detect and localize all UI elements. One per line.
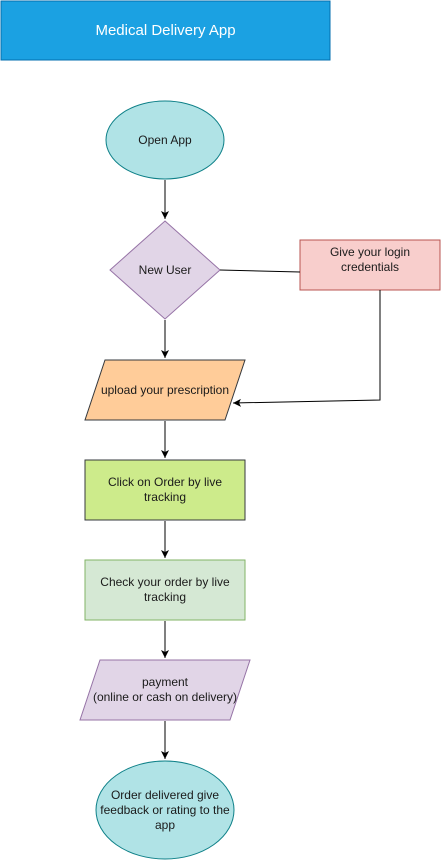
upload-prescription-node (84, 359, 246, 421)
new-user-decision-node (109, 220, 221, 320)
edge-new-user-to-login (219, 269, 301, 273)
payment-node (79, 659, 251, 721)
edge-login-to-upload (232, 290, 381, 407)
click-order-node (84, 459, 246, 521)
title-banner (0, 0, 331, 61)
open-app-node (105, 100, 225, 180)
login-credentials-node (299, 239, 441, 291)
check-order-node (84, 559, 246, 621)
order-delivered-node (95, 760, 235, 860)
